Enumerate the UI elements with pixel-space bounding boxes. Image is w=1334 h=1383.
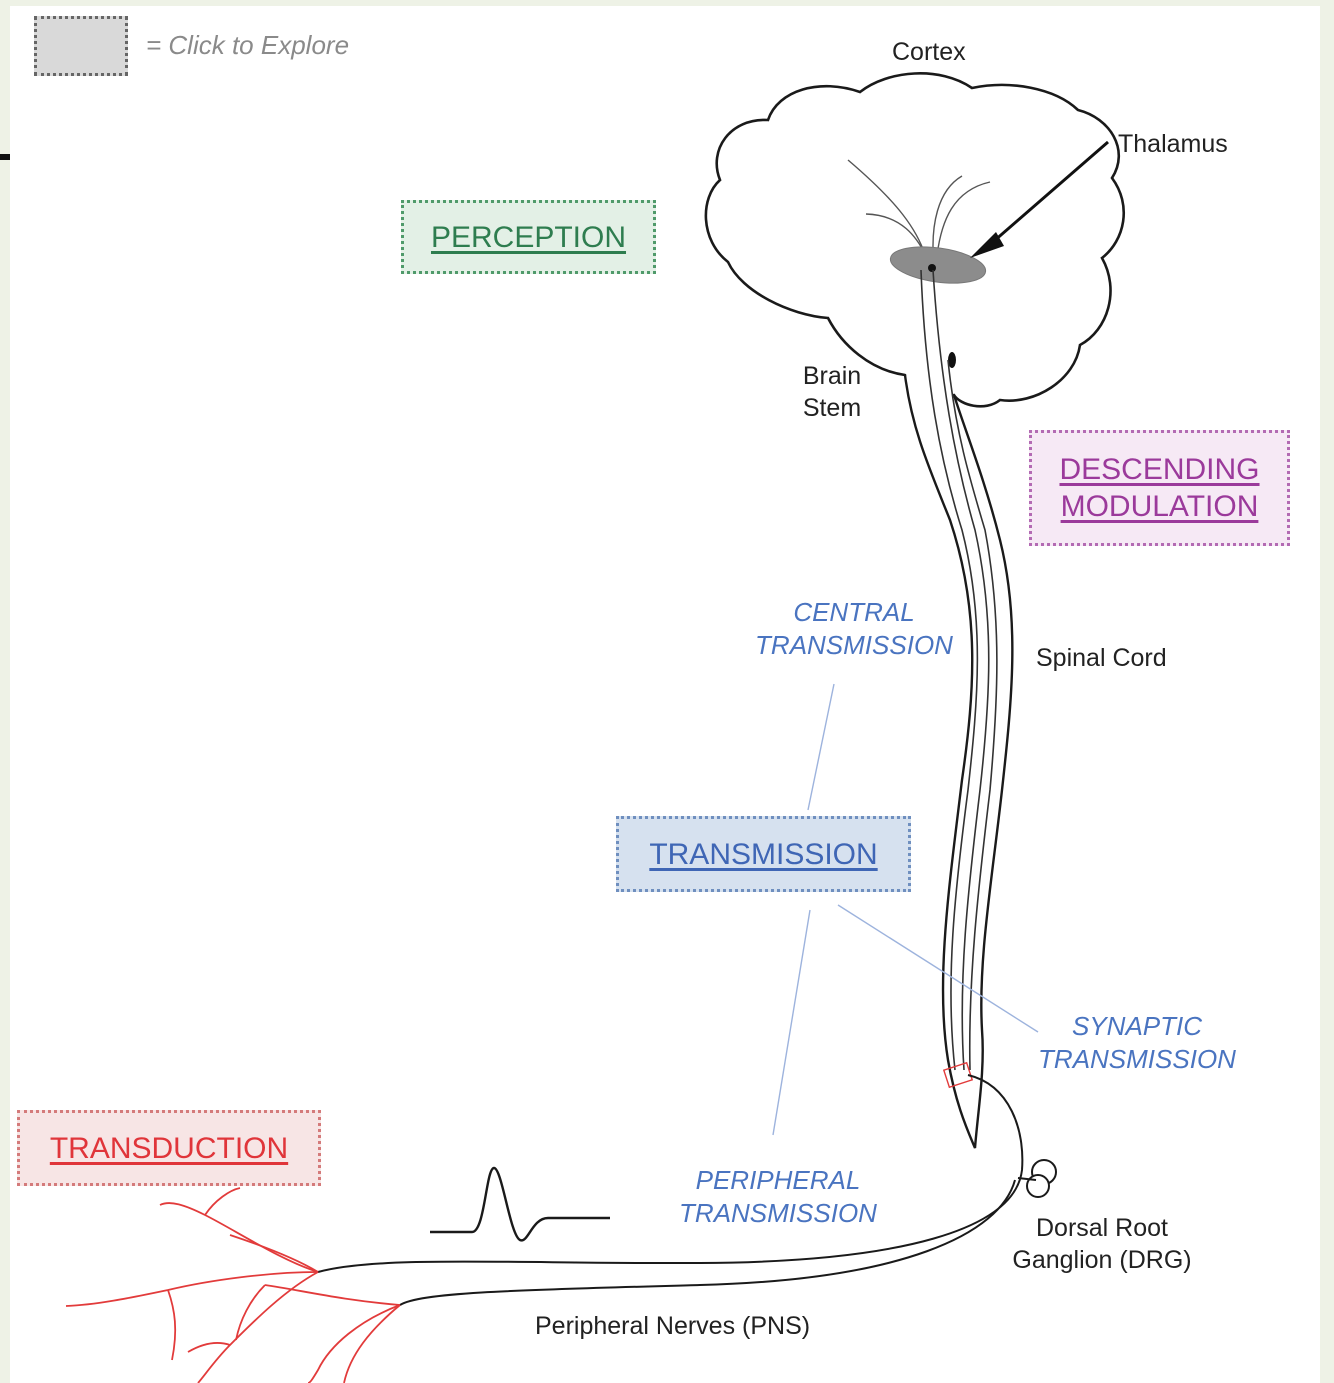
spinal-cord-outline [905,375,1012,1148]
brain-stem-label-line2: Stem [794,392,870,424]
synaptic-transmission-label: SYNAPTIC TRANSMISSION [1028,1010,1246,1076]
brain-outline [706,73,1124,406]
transduction-button[interactable]: TRANSDUCTION [17,1110,321,1186]
drg-label-line2: Ganglion (DRG) [1002,1244,1202,1276]
drg-ganglion [1018,1160,1056,1197]
perception-label: PERCEPTION [431,219,626,256]
central-transmission-line1: CENTRAL [748,596,960,629]
leader-lines [773,684,1038,1135]
peripheral-transmission-label: PERIPHERAL TRANSMISSION [670,1164,886,1230]
descending-modulation-button[interactable]: DESCENDING MODULATION [1029,430,1290,546]
brain-stem-label: Brain Stem [794,360,870,424]
spinal-cord-label: Spinal Cord [1036,642,1167,674]
central-transmission-label: CENTRAL TRANSMISSION [748,596,960,662]
thalamus-label: Thalamus [1118,128,1228,160]
peripheral-transmission-line1: PERIPHERAL [670,1164,886,1197]
cortex-label: Cortex [892,36,966,68]
action-potential-waveform [430,1168,610,1240]
peripheral-nerves-label: Peripheral Nerves (PNS) [535,1310,810,1342]
transmission-button[interactable]: TRANSMISSION [616,816,911,892]
transduction-label: TRANSDUCTION [50,1130,288,1167]
perception-button[interactable]: PERCEPTION [401,200,656,274]
brain-stem-label-line1: Brain [794,360,870,392]
descending-modulation-label-line1: DESCENDING [1059,451,1259,488]
transmission-label: TRANSMISSION [649,836,877,873]
central-transmission-line2: TRANSMISSION [748,629,960,662]
thalamus-dot [928,264,936,272]
legend-swatch [34,16,128,76]
thalamus-arrow [986,142,1108,248]
left-edge-marker [0,154,10,160]
drg-label: Dorsal Root Ganglion (DRG) [1002,1212,1202,1276]
nociceptor-endings[interactable] [66,1188,400,1383]
synaptic-transmission-line2: TRANSMISSION [1028,1043,1246,1076]
descending-modulation-label-line2: MODULATION [1061,488,1259,525]
pain-pathway-diagram: = Click to Explore PERCEPTION DESCENDING… [10,6,1320,1383]
drg-label-line1: Dorsal Root [1002,1212,1202,1244]
spinal-tracts [921,270,997,1070]
thalamus-shape[interactable] [888,241,988,288]
peripheral-transmission-line2: TRANSMISSION [670,1197,886,1230]
synaptic-transmission-line1: SYNAPTIC [1028,1010,1246,1043]
legend-text: = Click to Explore [146,30,349,61]
